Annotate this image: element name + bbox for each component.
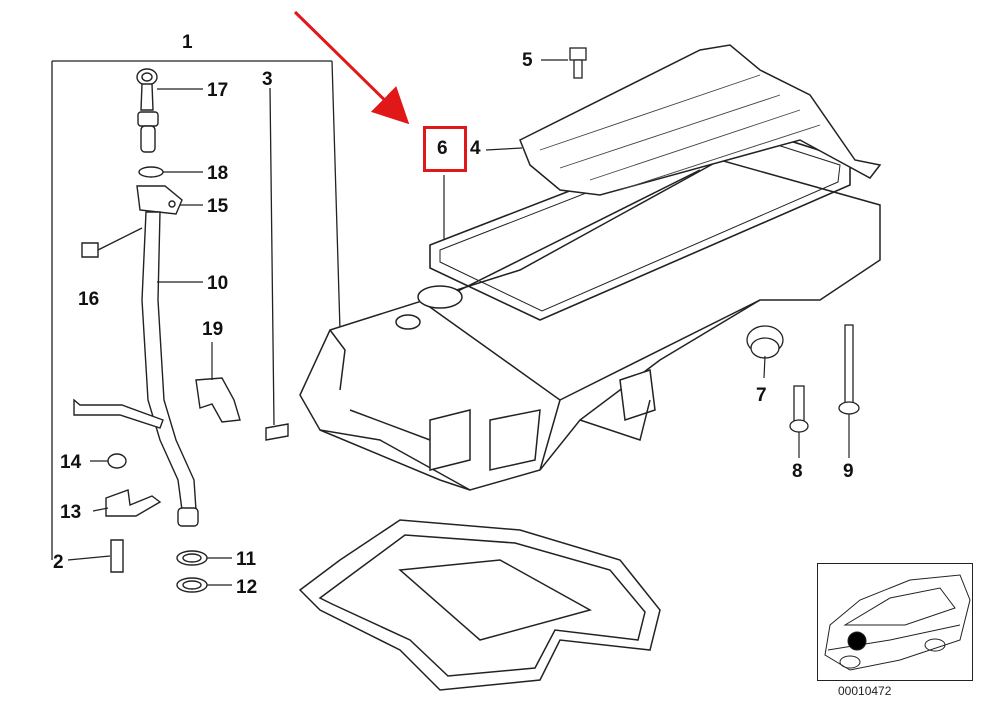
callout-3: 3 [262, 69, 273, 90]
callout-7: 7 [756, 385, 767, 406]
callout-2: 2 [53, 552, 64, 573]
callout-11: 11 [236, 549, 257, 570]
car-location-inset [817, 563, 973, 681]
callout-16: 16 [78, 289, 100, 310]
red-arrow [293, 10, 410, 125]
callout-5: 5 [522, 50, 533, 71]
leader-lines [67, 59, 850, 586]
drain-plug [746, 325, 784, 359]
callout-12: 12 [236, 577, 258, 598]
callout-13: 13 [60, 502, 82, 523]
callout-9: 9 [843, 461, 854, 482]
oil-pan-upper [299, 159, 881, 491]
callout-4: 4 [470, 138, 481, 159]
oil-pan-lower [298, 519, 661, 691]
assembly-bracket [51, 60, 341, 560]
dipstick-assembly [73, 68, 289, 593]
callout-15: 15 [207, 196, 229, 217]
callout-14: 14 [60, 452, 82, 473]
location-inset [824, 574, 971, 671]
callout-17: 17 [207, 80, 229, 101]
highlight-box [423, 126, 467, 172]
callout-8: 8 [792, 461, 803, 482]
bolt-5 [569, 47, 587, 79]
bolt-9 [838, 324, 860, 415]
callout-18: 18 [207, 163, 229, 184]
callout-1: 1 [182, 32, 193, 53]
callout-10: 10 [207, 273, 229, 294]
diagram-number: 00010472 [838, 684, 892, 698]
location-marker [847, 631, 867, 651]
callout-6: 6 [437, 138, 448, 159]
callout-19: 19 [202, 319, 224, 340]
oil-baffle-plate [519, 44, 882, 196]
bolt-8 [789, 385, 809, 433]
